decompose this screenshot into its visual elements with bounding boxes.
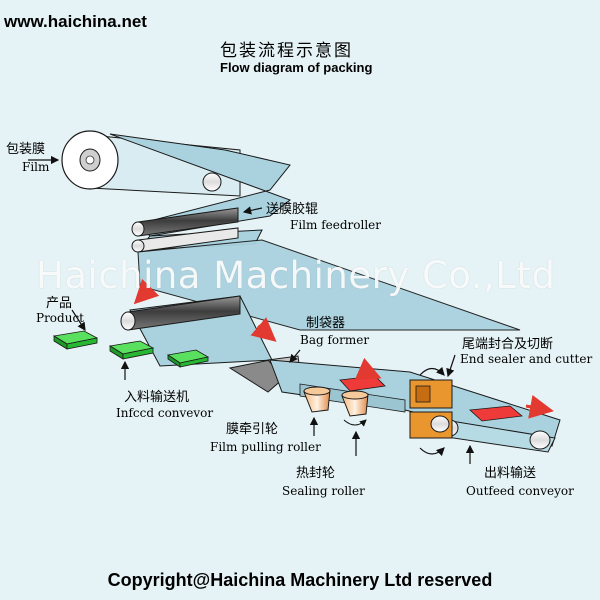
film-feedroller-icon xyxy=(131,207,239,253)
title-english: Flow diagram of packing xyxy=(220,60,373,75)
label-outfeed-en: Outfeed conveyor xyxy=(466,484,574,498)
label-product-zh: 产品 xyxy=(46,296,73,311)
label-product-en: Product xyxy=(36,311,84,325)
label-feedroller-zh: 送膜胶辊 xyxy=(266,202,319,217)
top-idler-roller xyxy=(202,172,222,192)
label-sealing-zh: 热封轮 xyxy=(296,466,336,481)
label-bagformer-en: Bag former xyxy=(300,333,370,347)
pointer-arrows xyxy=(28,155,475,464)
site-url: www.haichina.net xyxy=(4,12,147,31)
outfeed-conveyor-icon xyxy=(439,419,556,453)
label-pulling-zh: 膜牵引轮 xyxy=(226,422,279,437)
label-bagformer-zh: 制袋器 xyxy=(306,316,346,331)
label-endsealer-zh: 尾端封合及切断 xyxy=(462,337,554,352)
label-film-zh: 包装膜 xyxy=(6,142,46,157)
label-pulling-en: Film pulling roller xyxy=(210,440,321,454)
lower-guide-roller xyxy=(120,295,241,331)
film-pulling-roller-icon xyxy=(303,386,331,413)
label-endsealer-en: End sealer and cutter xyxy=(460,352,593,366)
end-sealer-icon xyxy=(409,366,453,457)
product-icons xyxy=(52,330,210,368)
label-outfeed-zh: 出料输送 xyxy=(484,466,537,481)
sealing-roller-icon xyxy=(341,390,369,427)
label-feedroller-en: Film feedroller xyxy=(290,218,381,232)
label-film-en: Film xyxy=(22,160,50,174)
label-sealing-en: Sealing roller xyxy=(282,484,365,498)
title-chinese: 包装流程示意图 xyxy=(220,41,353,61)
watermark: Haichina Machinery Co.,Ltd xyxy=(36,254,556,297)
flow-arrows xyxy=(133,278,554,419)
label-infeed-en: Infccd convevor xyxy=(116,406,214,420)
copyright-notice: Copyright@Haichina Machinery Ltd reserve… xyxy=(107,570,493,590)
label-infeed-zh: 入料输送机 xyxy=(124,390,190,405)
